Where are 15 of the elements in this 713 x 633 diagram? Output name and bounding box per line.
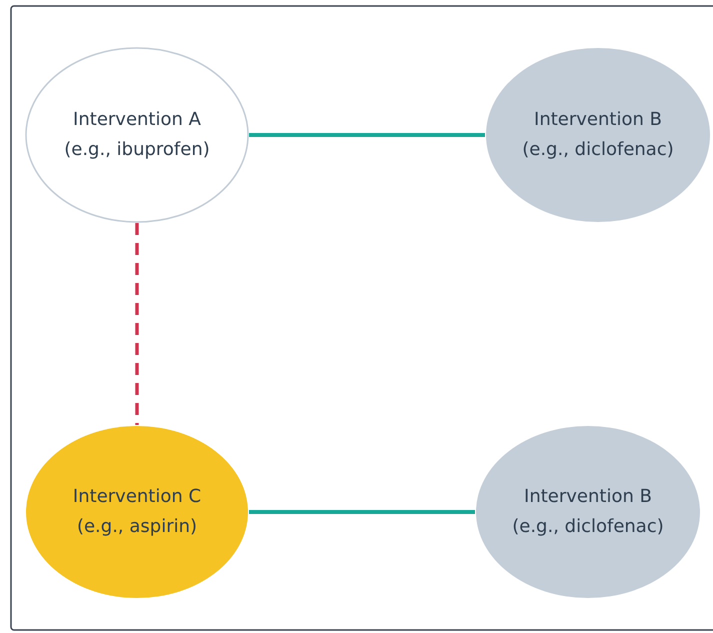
ellipse-node [25, 425, 249, 599]
dashed-line [135, 223, 139, 425]
node-title: Intervention B [524, 485, 652, 509]
ellipse-node [485, 47, 711, 223]
node-title: Intervention C [72, 485, 202, 509]
connector-line [249, 133, 485, 137]
node-example: (e.g., aspirin) [76, 515, 198, 539]
node-example: (e.g., diclofenac) [522, 138, 674, 162]
node-example: (e.g., diclofenac) [512, 515, 664, 539]
node-title: Intervention B [534, 108, 662, 132]
ellipse-node [475, 425, 701, 599]
ellipse-node [25, 47, 249, 223]
node-title: Intervention A [73, 108, 201, 132]
connector-line [249, 510, 475, 514]
node-example: (e.g., ibuprofen) [64, 138, 210, 162]
